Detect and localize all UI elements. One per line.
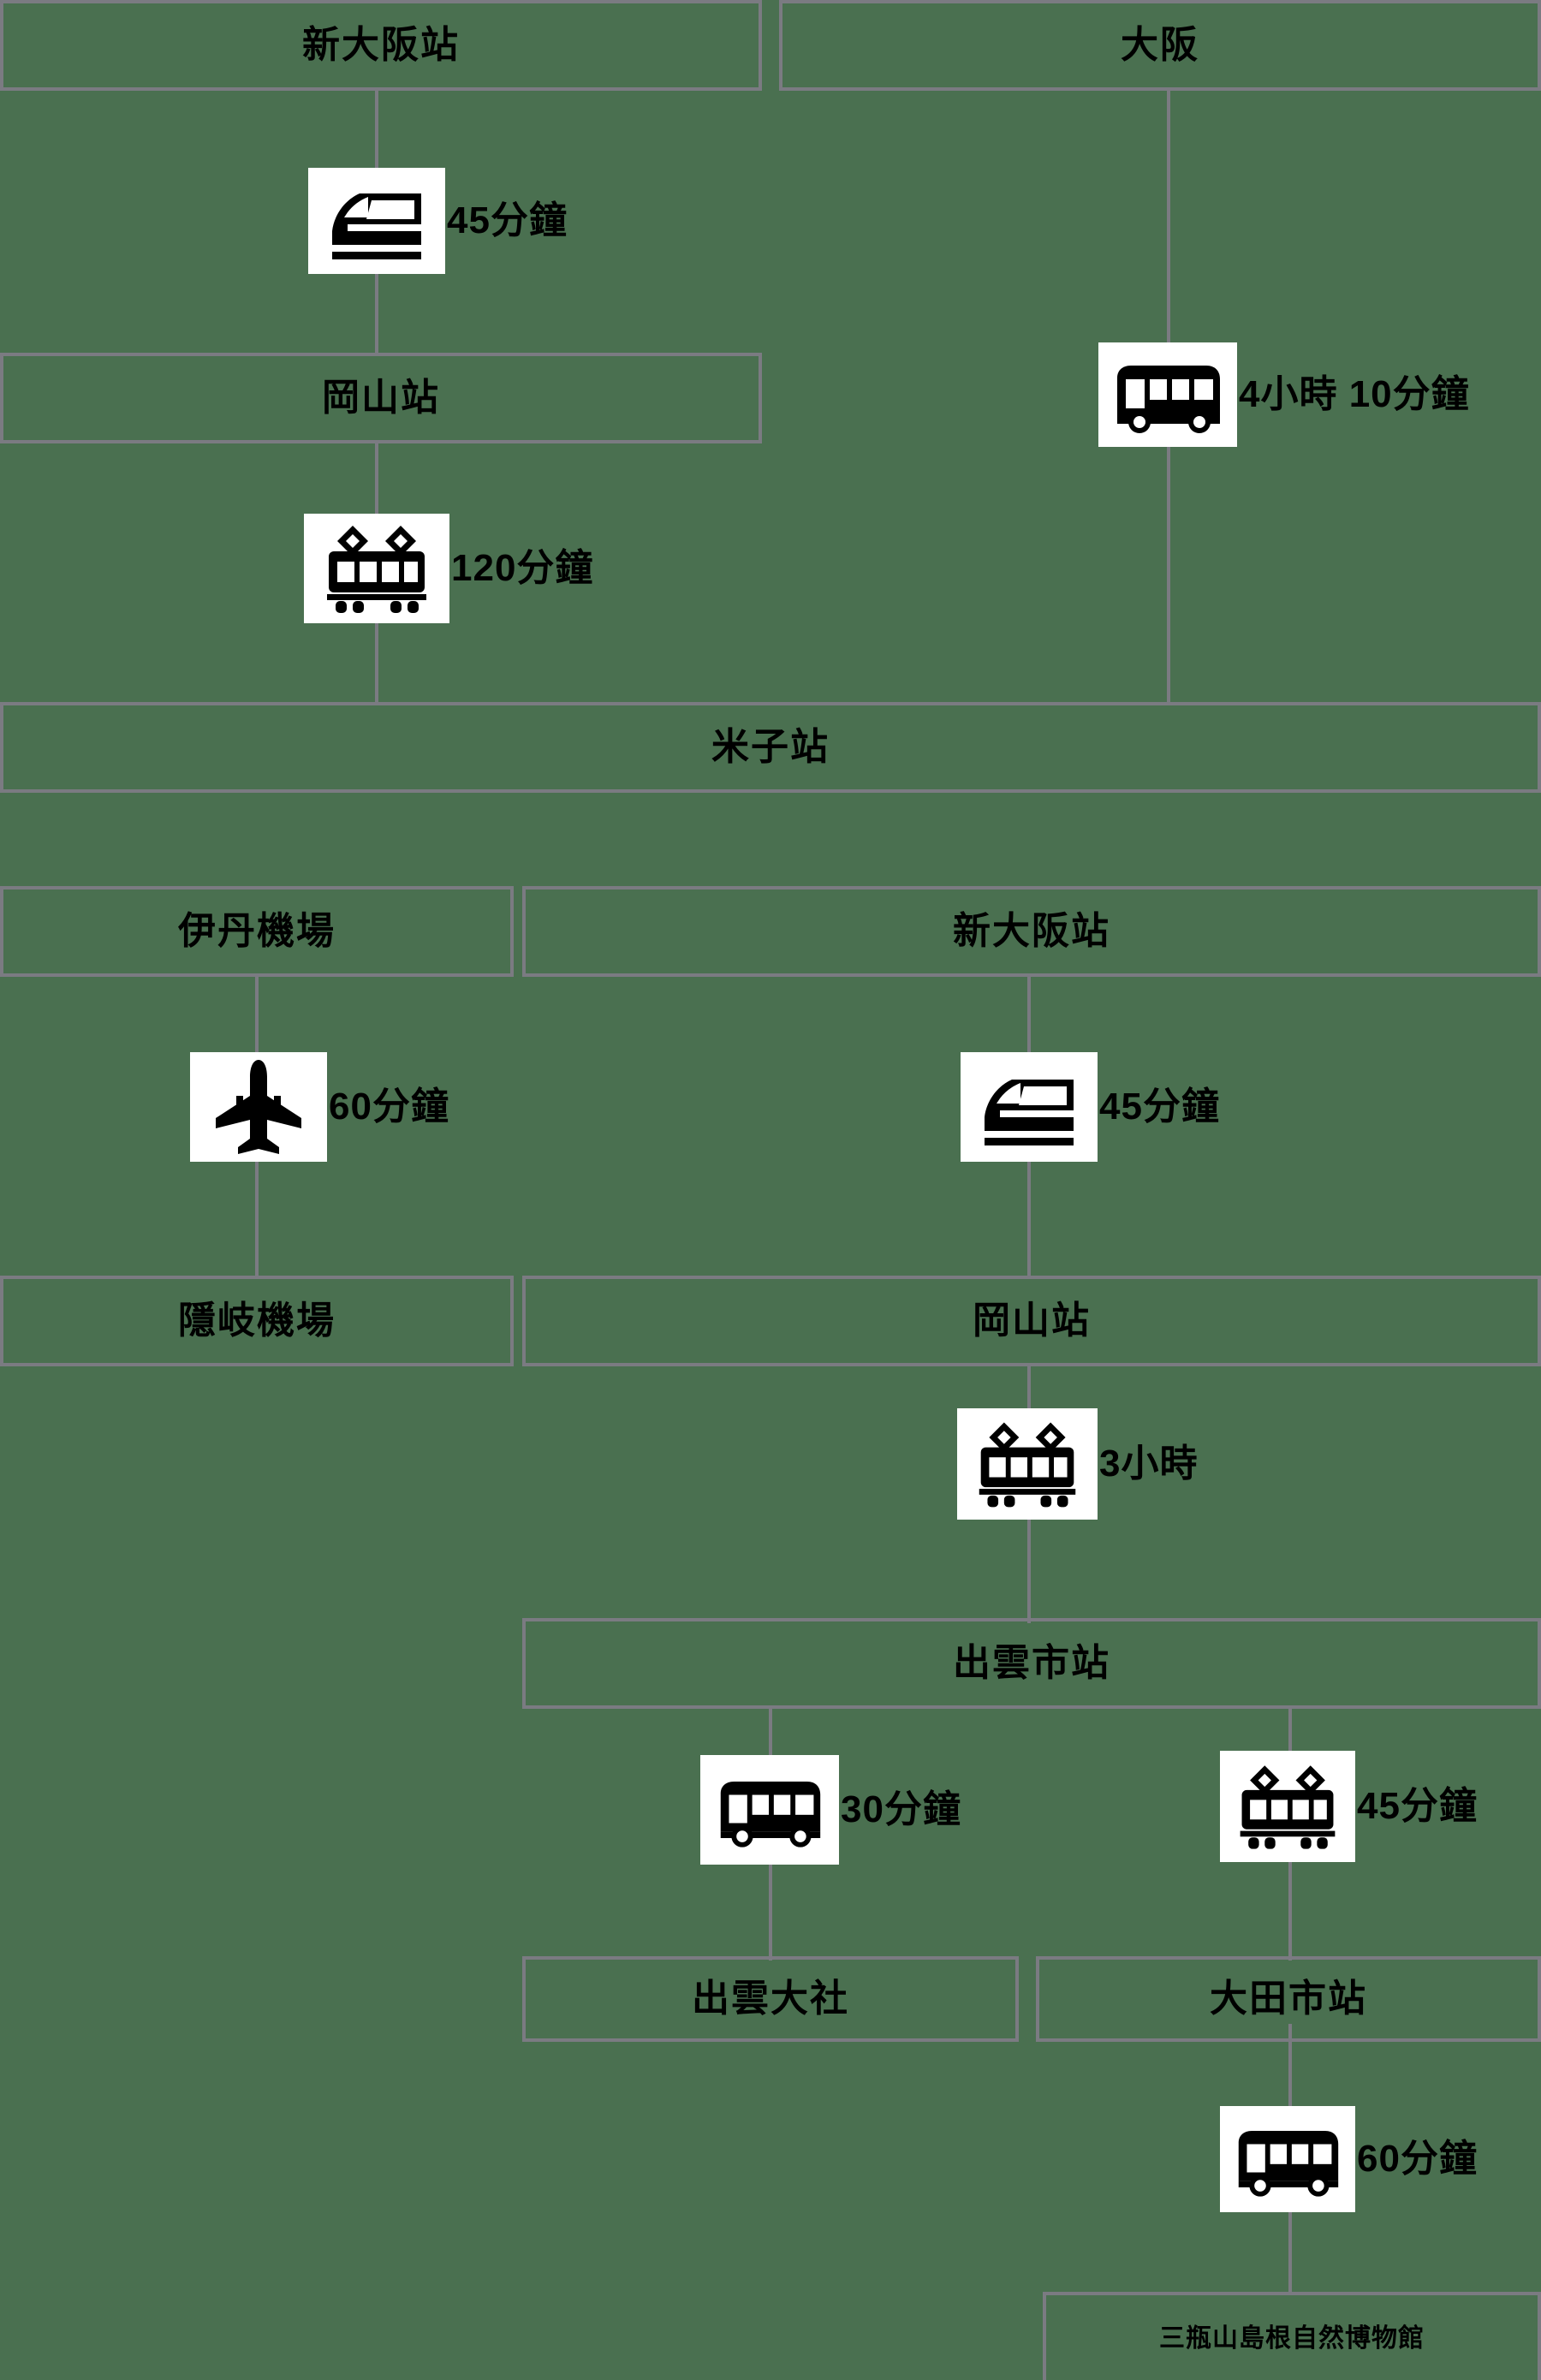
node-label: 岡山站 [973,1300,1091,1342]
leg-bus-odashi-museum: 60分鐘 [1220,2106,1478,2212]
node-osaka[interactable]: 大阪 [779,0,1541,91]
leg-duration: 120分鐘 [451,547,594,589]
node-shin-osaka-station-b[interactable]: 新大阪站 [522,886,1541,977]
node-yonago-station[interactable]: 米子站 [0,702,1541,793]
shinkansen-icon [308,168,445,274]
leg-bus-izumoshi-izumotaisha: 30分鐘 [700,1755,961,1865]
node-odashi-station[interactable]: 大田市站 [1036,1956,1541,2042]
leg-duration: 45分鐘 [447,199,568,241]
airplane-icon [190,1052,327,1162]
node-label: 新大阪站 [302,24,460,66]
local-train-icon [304,514,449,623]
node-label: 米子站 [711,726,830,768]
leg-localtrain-okayama-izumoshi: 3小時 [957,1408,1198,1520]
leg-localtrain-okayama-yonago: 120分鐘 [304,514,593,623]
leg-duration: 60分鐘 [1357,2138,1478,2180]
node-oki-airport[interactable]: 隱岐機場 [0,1276,514,1366]
leg-duration: 3小時 [1099,1443,1199,1485]
node-okayama-station-a[interactable]: 岡山站 [0,353,762,443]
node-label: 大阪 [1121,24,1199,66]
leg-duration: 45分鐘 [1099,1086,1220,1128]
leg-duration: 30分鐘 [841,1788,961,1830]
node-label: 隱岐機場 [178,1300,336,1342]
leg-shinkansen-shinosaka-okayama: 45分鐘 [308,168,568,274]
leg-flight-itami-oki: 60分鐘 [190,1052,449,1162]
node-label: 出雲市站 [953,1642,1110,1684]
leg-shinkansen-shinosaka-okayama-b: 45分鐘 [961,1052,1220,1162]
shinkansen-icon [961,1052,1098,1162]
node-okayama-station-b[interactable]: 岡山站 [522,1276,1541,1366]
node-label: 岡山站 [322,377,440,419]
local-train-icon [1220,1751,1355,1862]
node-shin-osaka-station-a[interactable]: 新大阪站 [0,0,762,91]
node-izumo-taisha[interactable]: 出雲大社 [522,1956,1019,2042]
bus-icon [1098,342,1237,447]
local-train-icon [957,1408,1098,1520]
leg-localtrain-izumoshi-odashi: 45分鐘 [1220,1751,1478,1862]
bus-icon [1220,2106,1355,2212]
node-sanbesan-shimane-nature-museum[interactable]: 三瓶山島根自然博物館 [1043,2292,1541,2380]
node-label: 出雲大社 [692,1978,849,2020]
leg-duration: 45分鐘 [1357,1785,1478,1827]
node-itami-airport[interactable]: 伊丹機場 [0,886,514,977]
node-label: 三瓶山島根自然博物館 [1159,2324,1425,2353]
bus-icon [700,1755,839,1865]
node-izumoshi-station[interactable]: 出雲市站 [522,1618,1541,1709]
leg-duration: 60分鐘 [329,1086,449,1128]
node-label: 伊丹機場 [178,910,336,952]
leg-bus-osaka-yonago: 4小時 10分鐘 [1098,342,1470,447]
node-label: 新大阪站 [953,910,1110,952]
node-label: 大田市站 [1210,1978,1367,2020]
leg-duration: 4小時 10分鐘 [1239,373,1470,415]
